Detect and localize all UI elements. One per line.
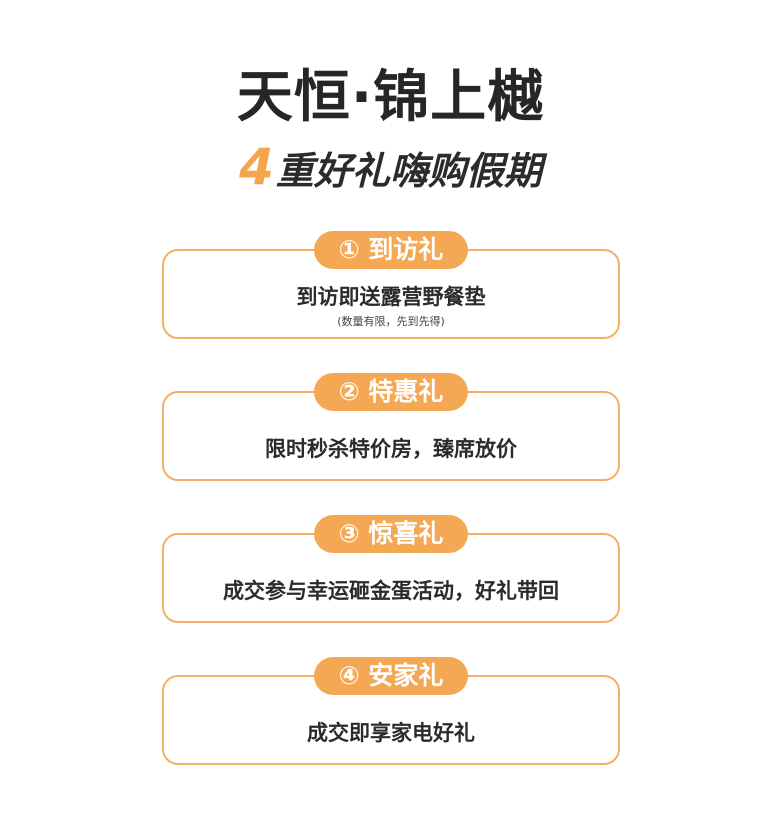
subtitle-number: 4 <box>239 138 274 196</box>
gift-badge-special: ② 特惠礼 <box>314 373 468 411</box>
page-subtitle: 4重好礼嗨购假期 <box>0 140 781 198</box>
gift-badge-surprise: ③ 惊喜礼 <box>314 515 468 553</box>
gift-badge-visit: ① 到访礼 <box>314 231 468 269</box>
gift-note-visit: (数量有限，先到先得) <box>337 315 445 328</box>
page-title: 天恒·锦上樾 <box>236 65 545 130</box>
gift-text-home: 成交即享家电好礼 <box>307 721 475 745</box>
gift-badge-home: ④ 安家礼 <box>314 657 468 695</box>
gift-text-surprise: 成交参与幸运砸金蛋活动，好礼带回 <box>223 579 559 603</box>
gift-text-special: 限时秒杀特价房，臻席放价 <box>265 437 517 461</box>
subtitle-text: 重好礼嗨购假期 <box>275 149 542 193</box>
gift-text-visit: 到访即送露营野餐垫 <box>296 285 486 309</box>
